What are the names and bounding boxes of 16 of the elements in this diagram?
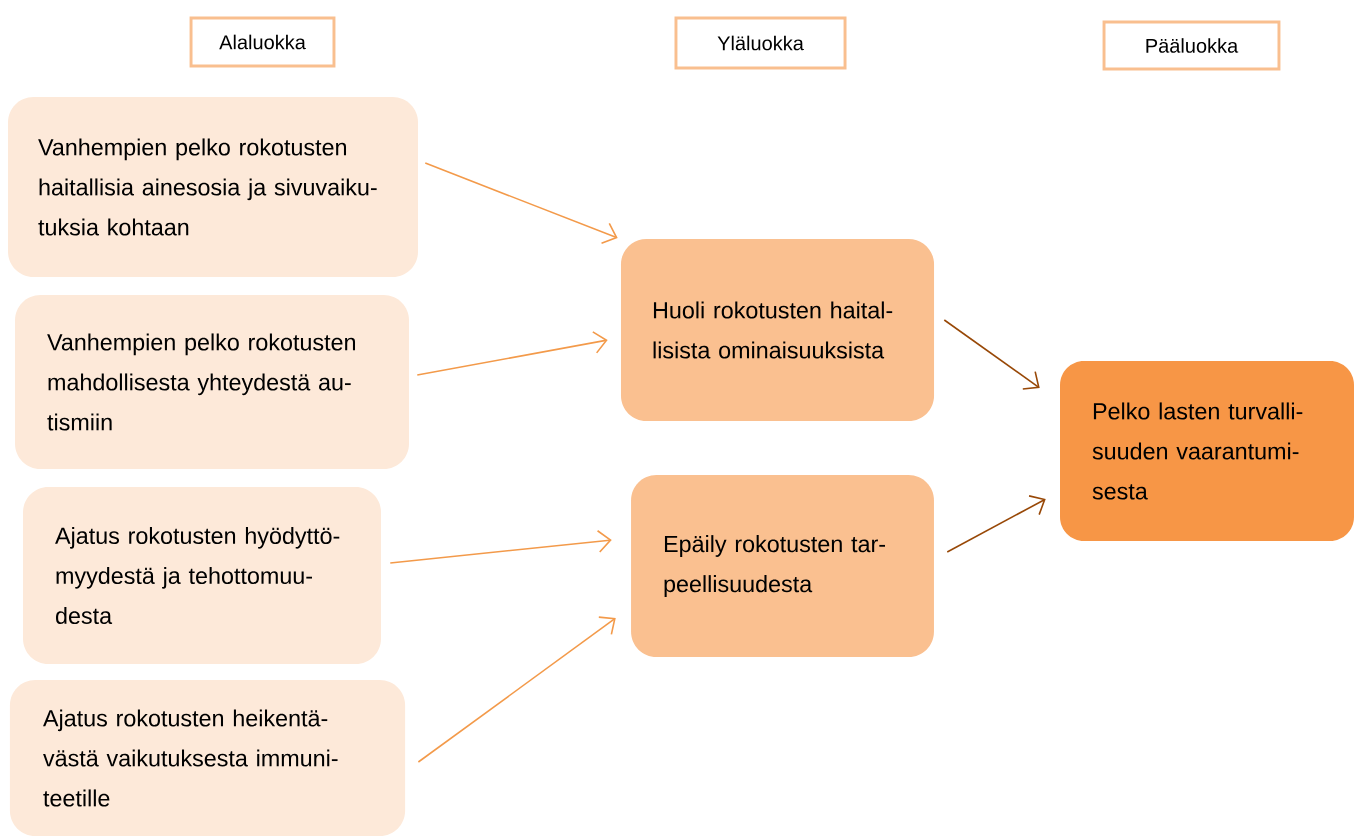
category-box: Epäily rokotusten tar- peellisuudesta xyxy=(631,475,934,657)
category-box: Ajatus rokotusten hyödyttö- myydestä ja tehottomuu- desta xyxy=(23,486,381,665)
category-box: Vanhempien pelko rokotusten mahdollisesta yhteydestä au- tismiin xyxy=(15,295,409,469)
arrow xyxy=(946,495,1046,553)
arrow xyxy=(389,529,612,564)
category-box: Huoli rokotusten haital- lisista ominaisuuksista xyxy=(621,239,935,421)
header-box: Pääluokka xyxy=(1102,20,1281,71)
arrow xyxy=(943,319,1040,390)
category-box: Vanhempien pelko rokotusten haitallisia ainesosia ja sivuvaiku- tuksia kohtaan xyxy=(8,97,418,277)
category-box: Ajatus rokotusten heikentä- västä vaikutuksesta immuni- teetille xyxy=(9,680,406,836)
category-box: Pelko lasten turvalli- suuden vaarantumi- sesta xyxy=(1060,361,1354,541)
header-box: Alaluokka xyxy=(189,16,336,68)
arrow xyxy=(424,162,618,244)
arrow xyxy=(417,616,616,763)
arrow xyxy=(416,331,608,376)
header-box: Yläluokka xyxy=(674,16,847,70)
